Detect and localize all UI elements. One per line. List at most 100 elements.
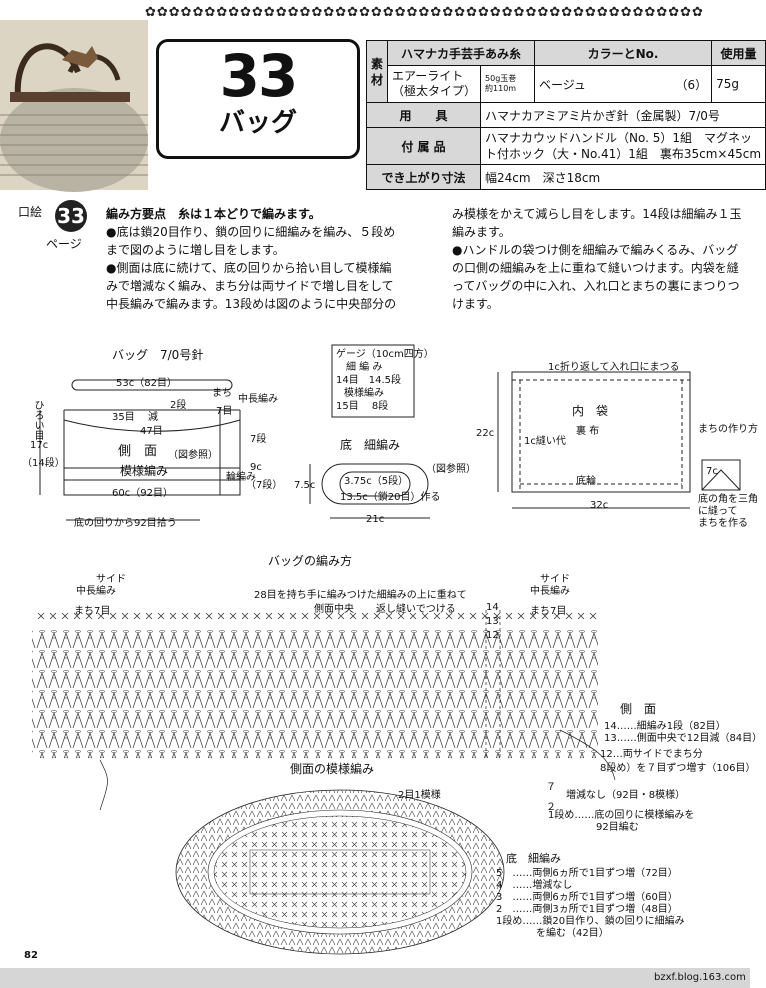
page-label: ページ [46,237,82,251]
chart-r14-note: 14……細編み1段（82目） [604,721,726,732]
spec-table: 素材 ハマナカ手芸手あみ糸 カラーとNo. 使用量 エアーライト（極太タイプ） … [365,40,766,190]
chart-r1-note-2: 92目編む [596,822,639,833]
instruction-line: 中長編みで編みます。13段めは図のように中央部分の [106,297,397,311]
material-label: 素材 [365,40,389,103]
chart-pattern-title: 側面の模様編み [290,762,375,776]
machi-dim: 7c [706,466,718,477]
instructions-right: み模様をかえて減らし目をします。14段は細編み１玉 編みます。 ●ハンドルの袋つ… [452,205,750,313]
tools-value: ハマナカアミアミ片かぎ針（金属製）7/0号 [480,102,766,128]
instruction-line: 編み方要点 糸は１本どりで編みます。 [106,207,321,221]
pattern-number: 33 [219,42,299,110]
source-watermark: bzxf.blog.163.com [654,972,746,983]
bag-width-top: 53c（82目） [116,378,177,389]
bag-side-label: 側 面 [118,444,158,459]
bag-machi-label: まち [212,388,232,399]
chart-left-chunaga: 中長編み [76,586,116,597]
chart-right-side: サイド [540,574,570,585]
pattern-name: バッグ [218,108,297,138]
bag-height-rows: （14段） [22,458,65,469]
yarn-color: ベージュ（6） [533,65,713,103]
instruction-line: ってバッグの中に入れ、入れ口とまちの裏にまつりつ [452,279,740,293]
bag-decrease: 減 [148,412,158,423]
chart-side-label: 側 面 [620,702,657,716]
bag-dan7b: （7段） [246,480,283,491]
bottom-row-note: 1段め……鎖20目作り、鎖の回りに細編み [496,916,685,927]
bottom-inner: 3.75c（5段） [344,476,409,487]
schematic-lines [39,344,741,521]
size-value: 幅24cm 深さ18cm [480,164,766,190]
chart-r13-note: 13……側面中央で12目減（84目） [604,733,763,744]
chart-sew-note: 返し縫いでつける [376,604,456,615]
chart-bottom-notes: 5 ……両側6ヵ所で1目ずつ増（72目） 4 ……増減なし 3 ……両側6ヵ所で… [496,868,685,940]
kuchie-label: 口絵 [18,205,43,219]
chart-bottom-title: 底 細編み [506,852,561,865]
color-header: カラーとNo. [533,40,713,66]
page-ref-badge: 33 [55,200,87,232]
bag-machi7: 7目 [216,406,233,417]
bottom-ref: （図参照） [426,464,476,475]
gauge-title: ゲージ（10cm四方） [336,349,434,360]
chart-row13: 13 [486,616,499,627]
bag-row47: 47目 [140,426,163,437]
chart-center: 側面中央 [314,604,354,615]
chart-row14: 14 [486,602,499,613]
yarn-weight: 50g玉巻約110m [480,65,535,103]
page-number: 82 [24,950,38,961]
instruction-line: ●底は鎖20目作り、鎖の回りに細編みを編み、５段め [106,225,396,239]
crochet-chart [32,610,616,955]
bag-diagram-title: バッグ 7/0号針 [112,348,204,362]
yarn-header: ハマナカ手芸手あみ糸 [387,40,535,66]
instruction-line: みで増減なく編み、まち分は両サイドで増し目をして [106,279,394,293]
chart-left-side: サイド [96,574,126,585]
chart-increase-none: 増減なし（92目・8模様） [566,790,686,801]
bottom-width: 21c [366,514,385,525]
instruction-line: の口側の細編みを上に重ねて縫いつけます。内袋を縫 [452,261,739,275]
machi-title: まちの作り方 [698,424,758,435]
bottom-row-note: を編む（42目） [536,928,609,939]
yarn-name: エアーライト（極太タイプ） [387,65,482,103]
bag-rinbari: 輪編み [226,472,256,483]
bottom-row-note: 2 ……両側3ヵ所で1目ずつ増（48目） [496,904,678,915]
bag-pattern: 模様編み [120,464,169,478]
chart-r8-note: 8段め）を７目ずつ増す（106目） [600,763,756,774]
parts-value: ハマナカウッドハンドル（No. 5）1組 マグネット付ホック（大・No.41）1… [480,127,766,165]
chart-r2-note: ２ [546,802,556,813]
gauge-row: 模様編み [344,388,384,399]
bottom-row-note: 4 ……増減なし [496,880,573,891]
chart-r1-note: 1段め……底の回りに模様編みを [548,810,695,821]
bag-bottom-width: 60c（92目） [112,488,173,499]
lining-title: 内 袋 [572,404,609,418]
gauge-row: 15目 8段 [336,401,389,412]
bag-photo [0,20,148,192]
bag-ref: （図参照） [168,450,218,461]
footer-bar [0,968,750,988]
lining-height: 22c [476,428,495,439]
chart-title: バッグの編み方 [268,554,353,568]
gauge-box: ゲージ（10cm四方） 細 編 み 14目 14.5段 模様編み 15目 8段 [336,348,434,413]
size-label: でき上がり寸法 [365,164,482,190]
parts-label: 付 属 品 [365,127,482,165]
gauge-row: 細 編 み [346,362,383,373]
chart-bottom-mark: 2目1模様 [398,790,441,801]
tools-label: 用 具 [365,102,482,128]
gauge-row: 14目 14.5段 [336,375,401,386]
instruction-line: ●ハンドルの袋つけ側を細編みで編みくるみ、バッグ [452,243,739,257]
bag-hiroi-label: ひろい目 [32,400,43,440]
chart-row12: 12 [486,630,499,641]
bag-around-note: 底の回りから92目拾う [74,518,177,529]
bottom-chain: 13.5c（鎖20目）作る [340,492,441,503]
lining-fold-note: 1c折り返して入れ口にまつる [548,362,680,373]
header-ornament: ✿✿✿✿✿✿✿✿✿✿✿✿✿✿✿✿✿✿✿✿✿✿✿✿✿✿✿✿✿✿✿✿✿✿✿✿✿✿✿✿… [145,5,704,20]
lining-bottom: 底輪 [576,476,596,487]
bag-cm9: 9c [250,462,262,473]
bag-dan7: 7段 [250,434,267,445]
instructions-left: 編み方要点 糸は１本どりで編みます。 ●底は鎖20目作り、鎖の回りに細編みを編み… [106,205,426,313]
bag-chunaga-label: 中長編み [238,394,278,405]
chart-left-machi: まち7目 [74,606,111,617]
lining-cloth: 裏 布 [576,426,600,437]
bottom-row-note: 3 ……両側6ヵ所で1目ずつ増（60目） [496,892,678,903]
machi-note: 底の角を三角に縫ってまちを作る [698,494,758,529]
instruction-line: まで図のように増し目をします。 [106,243,285,257]
bag-height: 17c [30,440,49,451]
instruction-line: 編みます。 [452,225,511,239]
